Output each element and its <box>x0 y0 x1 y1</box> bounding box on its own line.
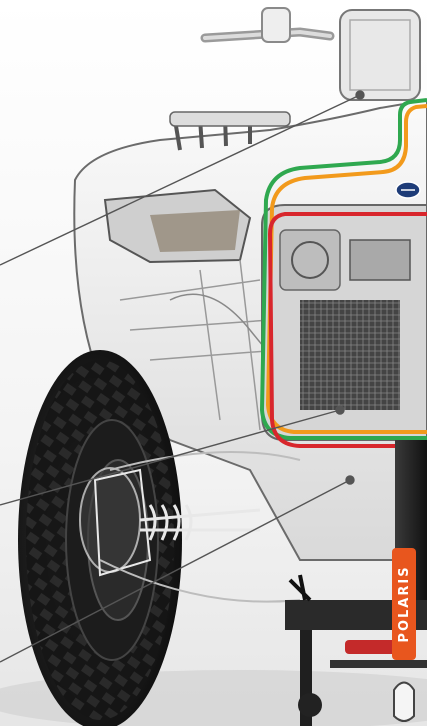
colored-system-lines <box>260 98 427 448</box>
engine-block <box>261 204 427 441</box>
pointer-line-middle <box>0 409 341 506</box>
pointer-line-top <box>0 94 361 266</box>
brand-strip: POLARIS <box>392 548 416 722</box>
brand-label: POLARIS <box>397 565 412 642</box>
handlebar <box>200 7 421 101</box>
green-line <box>260 98 427 440</box>
red-line <box>268 212 427 448</box>
pointer-line-bottom <box>0 479 351 663</box>
badge <box>395 181 421 199</box>
pointer-lines <box>0 90 365 663</box>
axle-assembly <box>79 451 301 603</box>
